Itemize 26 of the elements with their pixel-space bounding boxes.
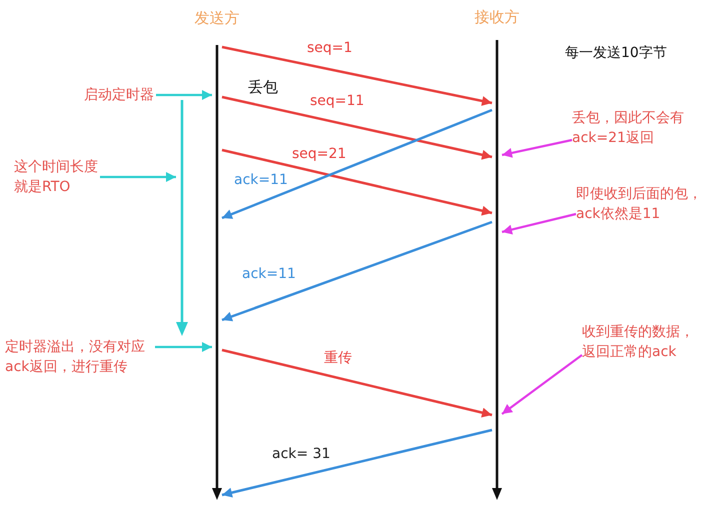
participant-label: 发送方 <box>194 9 240 27</box>
loss-note: 丢包 <box>248 78 278 96</box>
message-arrow <box>222 96 492 160</box>
note-text: 定时器溢出，没有对应ack返回，进行重传 <box>5 337 155 377</box>
message-arrow <box>222 108 492 220</box>
pointer-arrow <box>155 342 212 352</box>
message-arrow <box>222 428 492 498</box>
pointer-arrow <box>501 354 583 415</box>
note-text: 收到重传的数据，返回正常的ack <box>582 322 696 362</box>
message-arrow <box>222 148 492 216</box>
note-text: 丢包，因此不会有ack=21返回 <box>572 108 686 148</box>
participant-label: 接收方 <box>474 8 520 26</box>
note-text: 每一发送10字节 <box>565 44 667 62</box>
message-arrow <box>222 46 492 106</box>
message-arrow <box>222 220 492 322</box>
edge-label: 重传 <box>322 350 354 366</box>
pointer-arrow <box>156 90 212 100</box>
duration-arrow <box>176 100 188 336</box>
pointer-arrow <box>100 172 176 182</box>
note-text: 这个时间长度就是RTO <box>14 157 100 197</box>
pointer-arrow <box>502 212 576 234</box>
note-text: 即使收到后面的包，ack依然是11 <box>576 184 704 224</box>
note-text: 启动定时器 <box>84 85 156 105</box>
edge-label: seq=1 <box>305 40 354 56</box>
pointer-arrow <box>502 138 572 158</box>
message-arrow <box>222 348 492 418</box>
